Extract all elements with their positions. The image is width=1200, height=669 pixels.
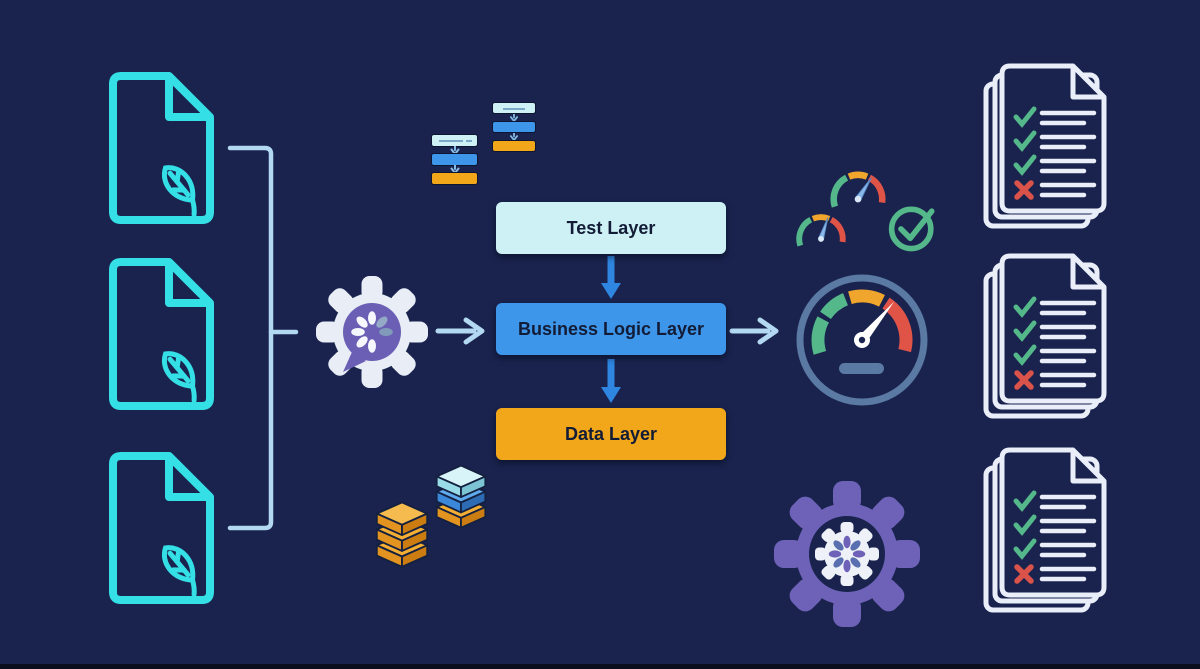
mini-bar-blue [431,153,478,166]
business-logic-layer-label: Business Logic Layer [517,318,705,339]
file-bracket-line [227,145,274,531]
fail-x-icon [1014,370,1034,390]
feature-file-2 [109,258,214,410]
gauge-needle [858,301,895,344]
mini-bar-blue [492,121,536,133]
logic-to-data-arrow [601,359,621,403]
mini-bar-cyan [431,134,478,147]
checklist-document-icon [983,447,1107,613]
leaf-document-icon [109,258,214,410]
leaf-icon [161,351,197,403]
report-stack-1 [983,63,1107,229]
pass-check-icon [1013,320,1037,342]
data-layer-node: Data Layer [496,408,726,460]
mini-bar-cyan [492,102,536,114]
bottom-edge-strip [0,664,1200,669]
test-layer-label: Test Layer [566,217,656,238]
mini-bar-orange [431,172,478,185]
speedometer-icon [796,274,928,406]
cucumber-seeds [351,311,393,353]
small-gauge-icon [830,171,886,208]
check-circle-icon [888,206,935,252]
database-stack-orange-icon [375,501,429,568]
cucumber-seeds [828,535,866,573]
inner-gear-icon [815,522,879,586]
pass-check-icon [1013,514,1037,536]
logic-to-gauge-arrow [729,317,779,345]
mini-bar-orange [492,140,536,152]
mini-flowchart-right [492,102,537,154]
checklist-document-icon [983,253,1107,419]
leaf-icon [161,165,197,217]
mini-flowchart-left [431,134,479,186]
pass-check-icon [1013,296,1037,318]
pass-check-icon [1013,106,1037,128]
report-stack-3 [983,447,1107,613]
pass-check-icon [1013,154,1037,176]
fail-x-icon [1014,564,1034,584]
engine-to-logic-arrow [435,317,485,345]
pass-check-icon [1013,130,1037,152]
feature-file-1 [109,72,214,224]
pass-check-icon [1013,538,1037,560]
feature-file-3 [109,452,214,604]
leaf-document-icon [109,452,214,604]
test-to-logic-arrow [601,256,621,299]
data-layer-label: Data Layer [564,423,658,444]
report-stack-2 [983,253,1107,419]
pass-check-icon [1013,344,1037,366]
small-gauge-icon [796,214,846,247]
purple-cucumber-gear-icon [774,481,920,627]
cucumber-gear-icon [316,276,428,388]
fail-x-icon [1014,180,1034,200]
business-logic-layer-node: Business Logic Layer [496,303,726,355]
checklist-document-icon [983,63,1107,229]
test-layer-node: Test Layer [496,202,726,254]
pass-check-icon [1013,490,1037,512]
leaf-document-icon [109,72,214,224]
leaf-icon [161,545,197,597]
database-stack-tricolor-icon [435,464,487,529]
